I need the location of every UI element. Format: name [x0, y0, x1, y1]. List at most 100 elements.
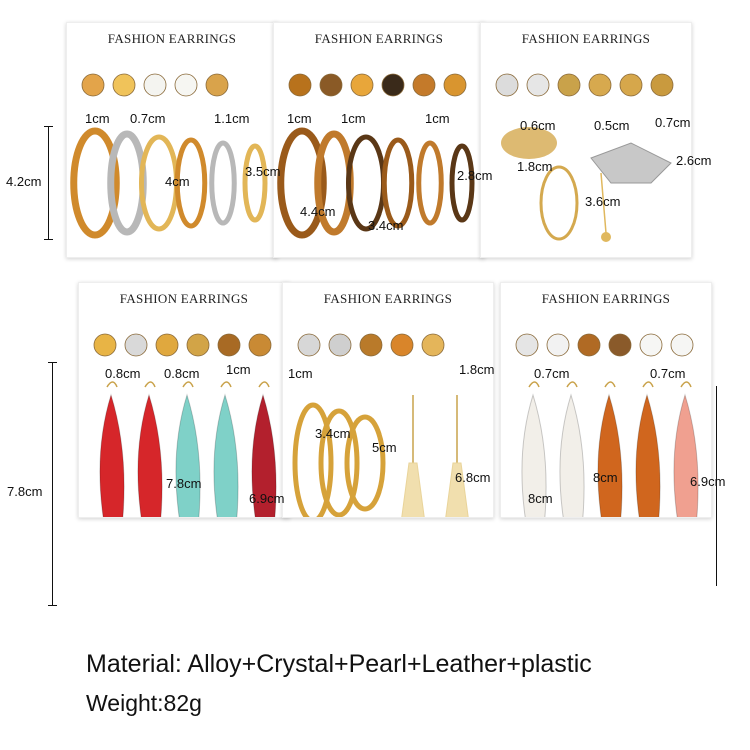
earring-hook	[220, 381, 232, 388]
size-label: 2.8cm	[457, 168, 493, 183]
earring-set-1-illustration	[70, 73, 268, 239]
size-label: 3.5cm	[245, 164, 281, 179]
stud-earring	[495, 73, 519, 97]
weight-text: Weight:82g	[86, 690, 202, 716]
hoop-earring	[449, 143, 475, 223]
stud-earring	[412, 73, 436, 97]
card-title: FASHION EARRINGS	[107, 31, 237, 46]
dimension-line	[44, 239, 53, 240]
size-label: 3.4cm	[315, 426, 351, 441]
leaf-earring	[213, 393, 239, 517]
size-label: 3.4cm	[368, 218, 404, 233]
earring-set-3-illustration	[495, 73, 674, 242]
stud-earring	[557, 73, 581, 97]
size-label: 7.8cm	[7, 484, 43, 499]
size-label: 7.8cm	[166, 476, 202, 491]
stud-earring	[143, 73, 167, 97]
stud-earring	[81, 73, 105, 97]
leaf-earring	[99, 393, 125, 517]
stud-earring	[421, 333, 445, 357]
hoop-earring	[277, 127, 327, 239]
stud-earring	[619, 73, 643, 97]
size-label: 6.9cm	[690, 474, 726, 489]
crystal-earring	[590, 142, 672, 184]
earring-hook	[258, 381, 270, 388]
stud-earring	[112, 73, 136, 97]
material-text: Material: Alloy+Crystal+Pearl+Leather+pl…	[86, 650, 592, 678]
card-title: FASHION EARRINGS	[521, 31, 651, 46]
size-label: 0.7cm	[650, 366, 686, 381]
hoop-earring	[381, 137, 415, 229]
stud-earring	[319, 73, 343, 97]
hoop-earring	[539, 165, 579, 241]
stud-earring	[174, 73, 198, 97]
stud-earring	[577, 333, 601, 357]
earring-card-2: FASHION EARRINGS	[273, 22, 485, 258]
card-title: FASHION EARRINGS	[323, 291, 453, 306]
leaf-earring	[597, 393, 623, 517]
size-label: 4.2cm	[6, 174, 42, 189]
size-label: 1.8cm	[517, 159, 553, 174]
leaf-earring	[175, 393, 201, 517]
dimension-line	[48, 362, 57, 363]
size-label: 1cm	[341, 111, 366, 126]
stud-earring	[350, 73, 374, 97]
size-label: 6.9cm	[249, 491, 285, 506]
card-title: FASHION EARRINGS	[314, 31, 444, 46]
hoop-earring	[344, 414, 386, 512]
size-label: 8cm	[593, 470, 618, 485]
hoop-earring	[174, 137, 208, 229]
size-label: 2.6cm	[676, 153, 712, 168]
size-label: 0.7cm	[534, 366, 570, 381]
stud-earring	[297, 333, 321, 357]
dimension-line	[716, 386, 717, 586]
earring-card-1: FASHION EARRINGS	[66, 22, 278, 258]
dimension-line	[52, 362, 53, 606]
earring-card-3: FASHION EARRINGS	[480, 22, 692, 258]
chain-earring	[600, 172, 607, 234]
stud-earring	[670, 333, 694, 357]
stud-earring	[288, 73, 312, 97]
stud-earring	[124, 333, 148, 357]
size-label: 0.5cm	[594, 118, 630, 133]
hoop-earring	[209, 140, 237, 226]
card-title: FASHION EARRINGS	[541, 291, 671, 306]
stud-earring	[186, 333, 210, 357]
tassel-earring	[445, 462, 469, 517]
hoop-earring	[292, 402, 334, 517]
flower-earring	[501, 127, 557, 159]
stud-earring	[381, 73, 405, 97]
dimension-line	[48, 126, 49, 240]
leaf-earring	[673, 393, 699, 517]
stud-earring	[155, 333, 179, 357]
stud-earring	[217, 333, 241, 357]
stud-earring	[390, 333, 414, 357]
stud-earring	[205, 73, 229, 97]
leaf-earring	[635, 393, 661, 517]
card-title: FASHION EARRINGS	[119, 291, 249, 306]
size-label: 6.8cm	[455, 470, 491, 485]
size-label: 0.8cm	[105, 366, 141, 381]
stud-earring	[588, 73, 612, 97]
stud-earring	[515, 333, 539, 357]
stud-earring	[443, 73, 467, 97]
earring-hook	[604, 381, 616, 388]
size-label: 3.6cm	[585, 194, 621, 209]
size-label: 4cm	[165, 174, 190, 189]
size-label: 1cm	[226, 362, 251, 377]
earring-hook	[566, 381, 578, 388]
stud-earring	[639, 333, 663, 357]
earring-hook	[642, 381, 654, 388]
stud-earring	[650, 73, 674, 97]
earring-set-6-illustration	[515, 333, 699, 517]
size-label: 1cm	[85, 111, 110, 126]
earring-hook	[680, 381, 692, 388]
earring-hook	[106, 381, 118, 388]
stud-earring	[546, 333, 570, 357]
stud-earring	[526, 73, 550, 97]
size-label: 1.1cm	[214, 111, 250, 126]
size-label: 4.4cm	[300, 204, 336, 219]
star-charm	[601, 232, 611, 242]
dimension-line	[48, 605, 57, 606]
earring-card-5: FASHION EARRINGS	[282, 282, 494, 518]
